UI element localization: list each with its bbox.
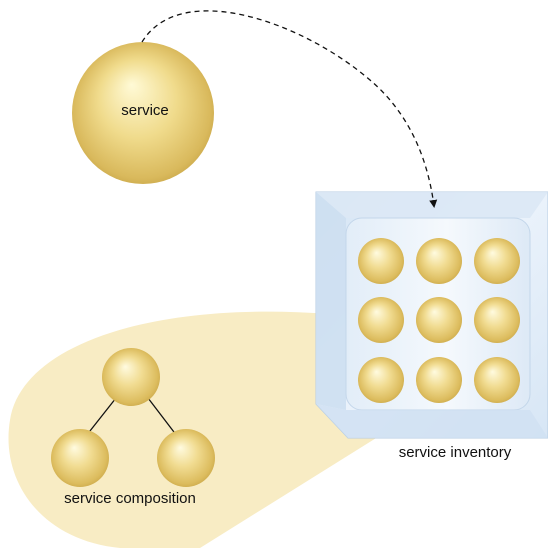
- inventory-service-sphere: [474, 238, 520, 284]
- inventory-service-sphere: [358, 238, 404, 284]
- inventory-service-sphere: [416, 297, 462, 343]
- service-inventory-label: service inventory: [398, 444, 512, 461]
- service-composition-label: service composition: [64, 490, 196, 507]
- inventory-service-sphere: [358, 297, 404, 343]
- inventory-service-grid: [358, 238, 520, 403]
- composition-service-sphere-right: [157, 429, 215, 487]
- composition-service-sphere-left: [51, 429, 109, 487]
- inventory-service-sphere: [416, 357, 462, 403]
- service-composition-tree: [51, 348, 215, 487]
- service-sphere: [72, 42, 214, 184]
- dashed-arrow: [141, 10, 438, 208]
- connector-line: [147, 397, 178, 437]
- composition-service-sphere-top: [102, 348, 160, 406]
- inventory-service-sphere: [416, 238, 462, 284]
- inventory-service-sphere: [474, 297, 520, 343]
- inventory-service-sphere: [474, 357, 520, 403]
- inventory-service-sphere: [358, 357, 404, 403]
- service-label: service: [121, 102, 169, 119]
- connector-line: [85, 397, 117, 437]
